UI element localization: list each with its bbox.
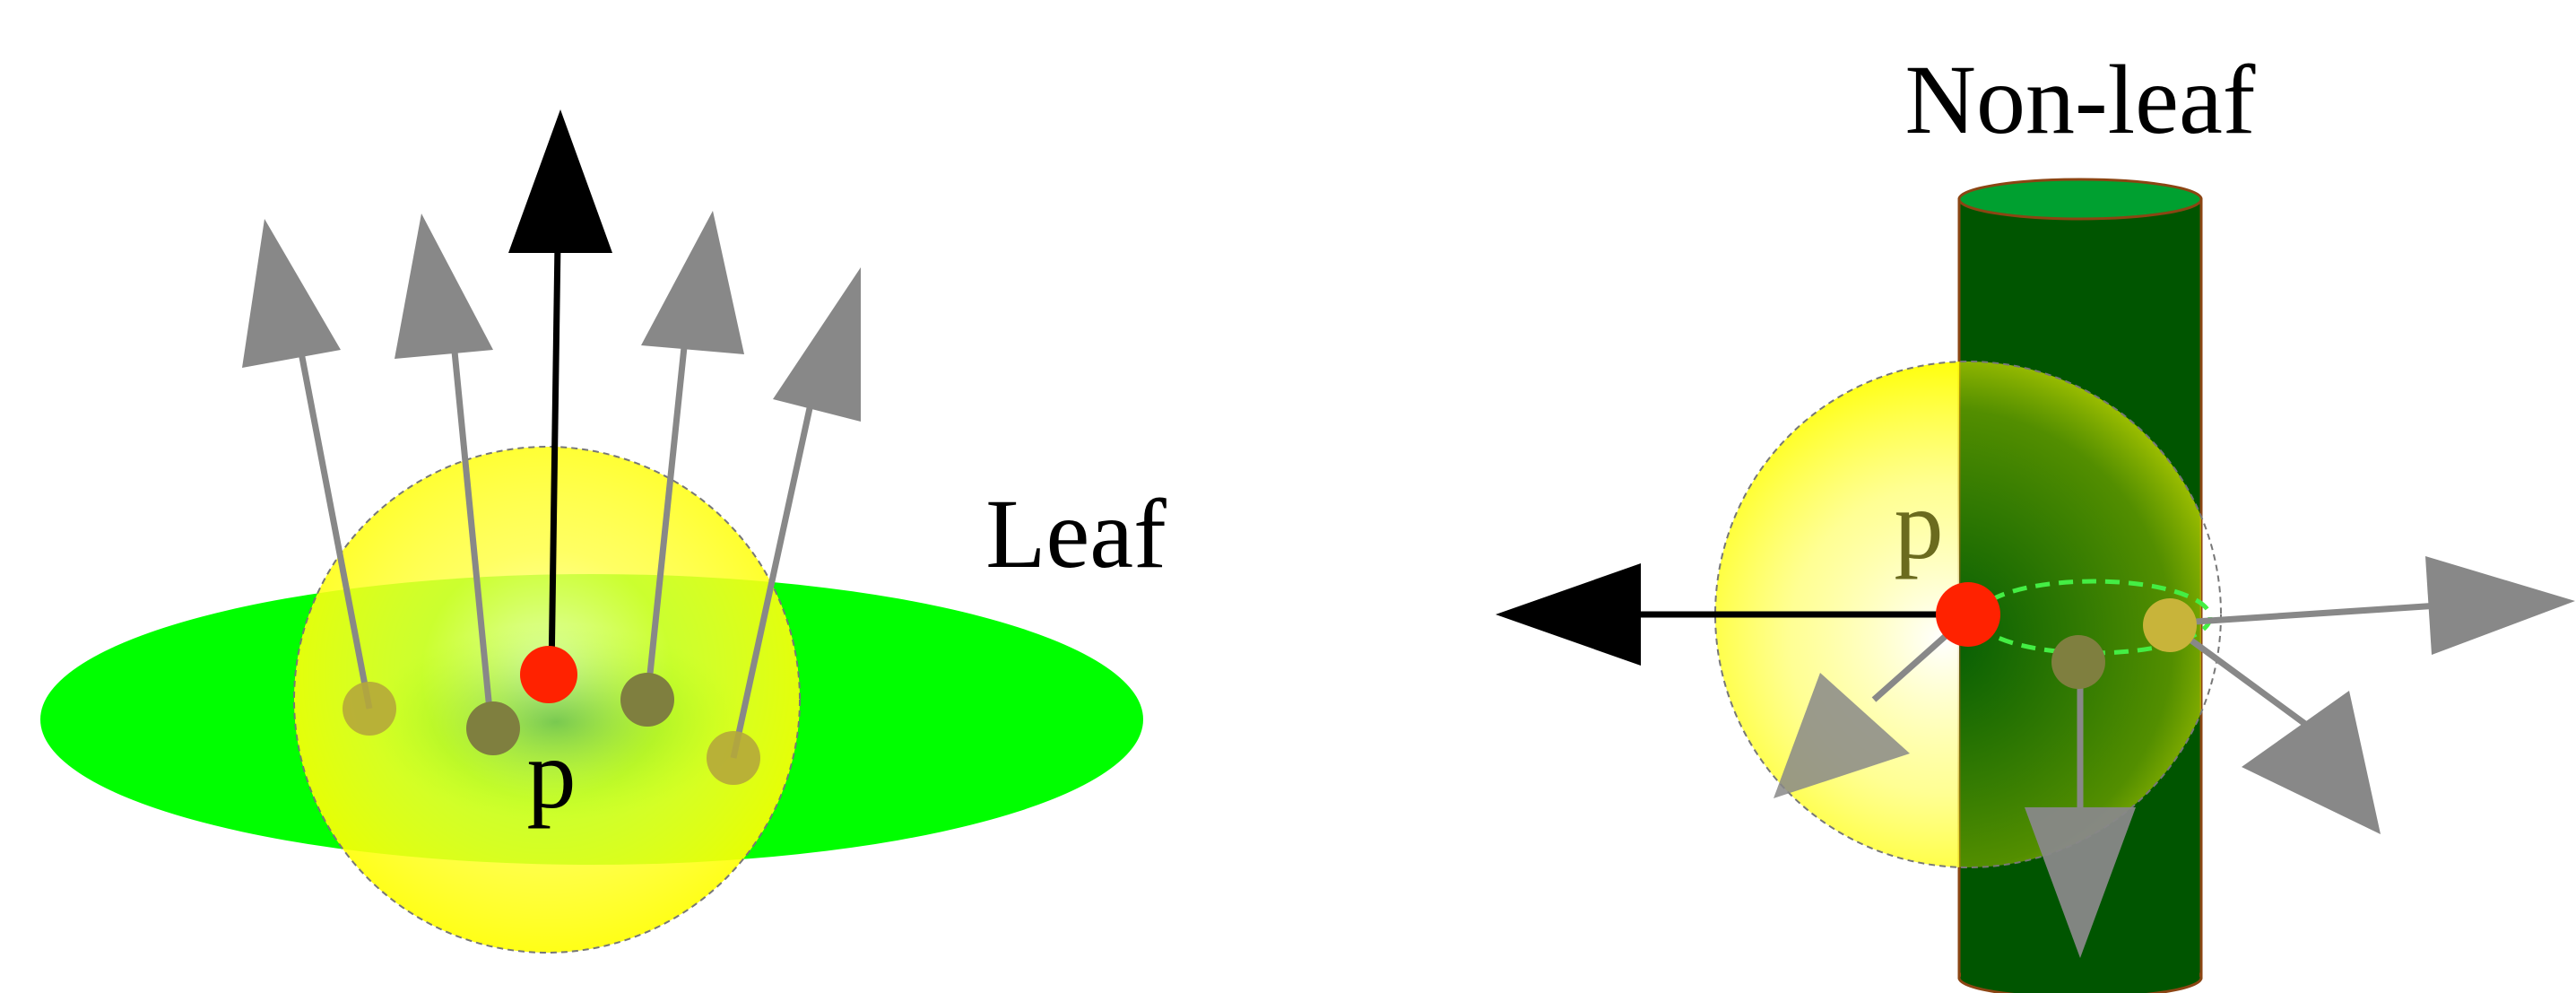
nonleaf-point-label: p [1895, 470, 1944, 579]
leaf-neighbor-points [343, 673, 760, 785]
nonleaf-center-normal [1496, 563, 1968, 666]
leaf-normal-arrow [395, 213, 495, 729]
neighbor-point [707, 731, 760, 785]
leaf-normal-arrow [730, 267, 861, 759]
leaf-neighbor-normals [242, 211, 861, 759]
neighbor-point [620, 673, 674, 727]
neighbor-point [2051, 635, 2105, 689]
leaf-panel: p Leaf [40, 109, 1167, 954]
nonleaf-center-point [1936, 582, 2000, 647]
nonleaf-neighbor-normals [1774, 556, 2575, 958]
leaf-point-label: p [527, 719, 577, 829]
stem-top [1957, 178, 2203, 221]
nonleaf-neighbor-points [2051, 598, 2197, 689]
leaf-center-normal [508, 109, 612, 675]
neighbor-point [2143, 598, 2197, 652]
nonleaf-normal-arrow [2172, 625, 2381, 834]
leaf-normal-arrow [242, 219, 373, 710]
leaf-normal-arrow [641, 211, 744, 701]
neighbor-point [466, 701, 520, 755]
nonleaf-normal-arrow [2167, 556, 2575, 655]
neighbor-point [343, 682, 396, 736]
nonleaf-title: Non-leaf [1905, 45, 2256, 154]
nonleaf-panel: Non-leaf [1496, 45, 2575, 993]
leaf-center-point [520, 646, 577, 703]
leaf-title: Leaf [985, 479, 1167, 588]
nonleaf-normal-arrow [1774, 625, 1957, 798]
